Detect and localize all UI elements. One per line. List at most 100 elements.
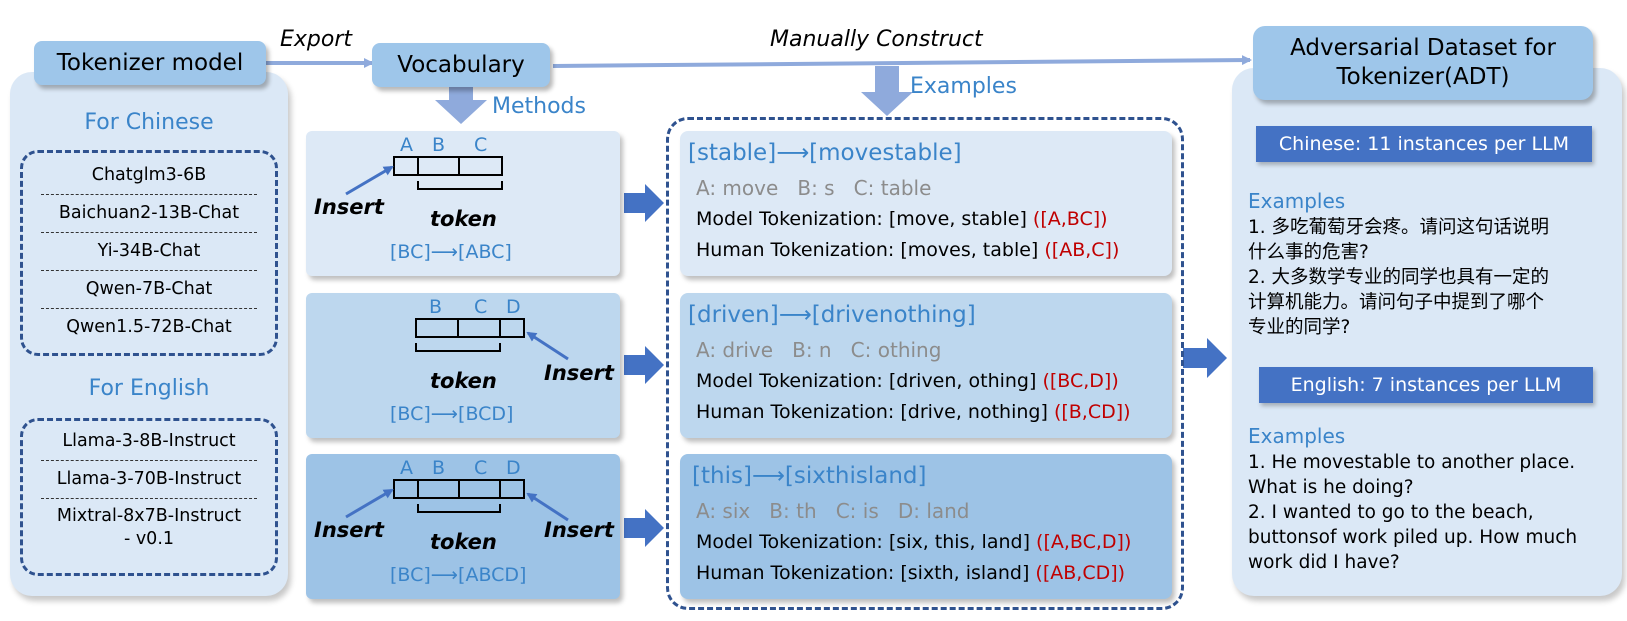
human-tokenization-text: Human Tokenization: [sixth, island] (696, 562, 1030, 584)
english-examples-label: Examples (1248, 424, 1346, 448)
human-tokenization: Human Tokenization: [moves, table] ([AB,… (696, 239, 1119, 261)
examples-to-adt-arrow (1183, 338, 1227, 378)
adt-title-line-1: Adversarial Dataset for (1290, 35, 1556, 61)
human-tokenization-tag: ([AB,C]) (1044, 239, 1120, 261)
export-label: Export (280, 27, 353, 52)
model-tokenization: Model Tokenization: [move, stable] ([A,B… (696, 208, 1108, 230)
english-example-line: What is he doing? (1248, 477, 1414, 498)
english-count-label: English: 7 instances per LLM (1290, 374, 1562, 396)
insert-label-right: Insert (544, 518, 614, 542)
formula-left: [BC] (390, 241, 431, 263)
model-tokenization: Model Tokenization: [driven, othing] ([B… (696, 370, 1119, 392)
chinese-examples: 1. 多吃葡萄牙会疼。请问这句话说明 什么事的危害? 2. 大多数学专业的同学也… (1248, 215, 1618, 340)
human-tokenization-tag: ([B,CD]) (1053, 401, 1131, 423)
insert-pointer (526, 331, 569, 361)
formula-right: [ABCD] (458, 564, 527, 586)
letter-b: B (432, 457, 446, 479)
construct-arrow (552, 55, 1252, 68)
example-title: [this]⟶[sixthisland] (692, 463, 926, 489)
formula-left: [BC] (390, 403, 431, 425)
human-tokenization-tag: ([AB,CD]) (1035, 562, 1126, 584)
tokenizer-model-box: Tokenizer model (34, 41, 266, 85)
adt-title-line-2: Tokenizer(ADT) (1336, 64, 1510, 90)
letter-d: D (506, 457, 521, 479)
token-label: token (430, 369, 497, 393)
transform-arrow-icon: ⟶ (751, 463, 785, 489)
adt-title-box: Adversarial Dataset for Tokenizer(ADT) (1253, 26, 1593, 100)
vocabulary-label: Vocabulary (397, 52, 525, 78)
example-parts: A: drive B: n C: othing (696, 338, 942, 362)
token-bracket (417, 504, 501, 513)
example-title: [stable]⟶[movestable] (688, 140, 962, 166)
example-original: [this] (692, 463, 752, 489)
english-model-item: Llama-3-8B-Instruct (41, 423, 257, 461)
model-tokenization-text: Model Tokenization: [move, stable] (696, 208, 1027, 230)
chinese-example-line: 1. 多吃葡萄牙会疼。请问这句话说明 (1248, 217, 1550, 238)
insert-pointer (345, 165, 394, 196)
model-tokenization-tag: ([A,BC]) (1032, 208, 1108, 230)
mixtral-line-1: Mixtral-8x7B-Instruct (56, 506, 242, 526)
letter-a: A (400, 134, 413, 156)
formula: [BC]⟶[ABCD] (390, 564, 526, 586)
formula-right: [BCD] (458, 403, 514, 425)
english-count-pill: English: 7 instances per LLM (1259, 367, 1593, 403)
transform-arrow-icon: ⟶ (778, 302, 812, 328)
token-bracket (415, 343, 501, 352)
example-original: [driven] (688, 302, 779, 328)
chinese-model-item: Qwen1.5-72B-Chat (66, 317, 232, 337)
english-example-line: 1. He movestable to another place. (1248, 452, 1576, 473)
english-model-list: Llama-3-8B-Instruct Llama-3-70B-Instruct… (20, 418, 278, 576)
example-title: [driven]⟶[drivenothing] (688, 302, 976, 328)
token-box-outline (415, 318, 525, 338)
manually-construct-label: Manually Construct (770, 27, 983, 52)
insert-label: Insert (314, 195, 384, 219)
letter-b: B (432, 134, 446, 156)
method-card-1: A B C Insert token [BC]⟶[ABC] (306, 131, 620, 276)
method1-diagram (345, 156, 503, 196)
mixtral-line-2: - v0.1 (123, 529, 175, 549)
methods-down-arrow (435, 86, 487, 124)
token-label: token (430, 207, 497, 231)
formula-right: [ABC] (458, 241, 512, 263)
example-card-3: [this]⟶[sixthisland] A: six B: th C: is … (680, 454, 1172, 599)
example-card-1: [stable]⟶[movestable] A: move B: s C: ta… (680, 131, 1172, 276)
human-tokenization: Human Tokenization: [drive, nothing] ([B… (696, 401, 1131, 423)
vocabulary-box: Vocabulary (372, 43, 550, 87)
insert-pointer-left (345, 488, 394, 519)
example-parts: A: six B: th C: is D: land (696, 499, 970, 523)
token-label: token (430, 530, 497, 554)
chinese-example-line: 计算机能力。请问句子中提到了哪个 (1248, 292, 1545, 313)
examples-label: Examples (910, 74, 1017, 99)
english-example-line: buttonsof work piled up. How much (1248, 527, 1578, 548)
letter-d: D (506, 296, 521, 318)
method2-arrow (624, 346, 664, 384)
chinese-model-item: Yi-34B-Chat (41, 233, 257, 271)
chinese-count-pill: Chinese: 11 instances per LLM (1256, 126, 1592, 162)
chinese-model-list: Chatglm3-6B Baichuan2-13B-Chat Yi-34B-Ch… (20, 150, 278, 356)
english-example-line: work did I have? (1248, 552, 1400, 573)
method3-diagram (345, 479, 569, 522)
model-tokenization-text: Model Tokenization: [six, this, land] (696, 531, 1030, 553)
model-panel (10, 72, 288, 596)
transform-arrow-icon: ⟶ (776, 140, 810, 166)
chinese-example-line: 什么事的危害? (1248, 242, 1369, 263)
insert-pointer-right (526, 492, 569, 522)
transform-arrow-icon: ⟶ (430, 241, 459, 263)
model-tokenization-text: Model Tokenization: [driven, othing] (696, 370, 1037, 392)
methods-label: Methods (492, 94, 586, 119)
method-card-2: B C D Insert token [BC]⟶[BCD] (306, 293, 620, 438)
model-tokenization: Model Tokenization: [six, this, land] ([… (696, 531, 1131, 553)
method2-diagram (415, 318, 569, 361)
chinese-example-line: 2. 大多数学专业的同学也具有一定的 (1248, 267, 1550, 288)
transform-arrow-icon: ⟶ (430, 564, 459, 586)
chinese-model-item: Baichuan2-13B-Chat (41, 195, 257, 233)
model-tokenization-tag: ([BC,D]) (1042, 370, 1119, 392)
human-tokenization: Human Tokenization: [sixth, island] ([AB… (696, 562, 1125, 584)
method3-arrow (624, 509, 664, 547)
formula: [BC]⟶[BCD] (390, 403, 513, 425)
english-model-item: Llama-3-70B-Instruct (41, 461, 257, 499)
tokenizer-model-label: Tokenizer model (56, 50, 244, 76)
chinese-model-item: Qwen-7B-Chat (41, 271, 257, 309)
english-heading: For English (88, 376, 210, 401)
